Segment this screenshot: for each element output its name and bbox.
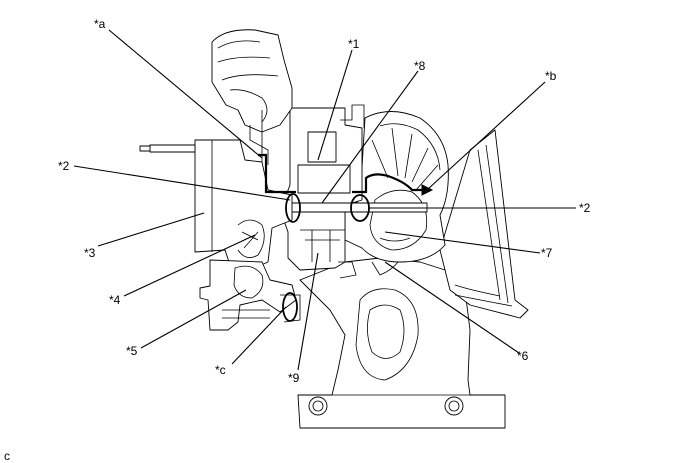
callout-8: *8 — [414, 59, 426, 73]
callout-1: *1 — [348, 37, 360, 51]
turbine-housing — [297, 257, 506, 429]
callout-c: *c — [215, 363, 226, 377]
callout-3: *3 — [84, 246, 96, 260]
callout-2-right: *2 — [579, 201, 591, 215]
flow-path — [258, 153, 434, 196]
callout-5: *5 — [126, 344, 138, 358]
compressor-housing — [344, 111, 449, 276]
lower-housing — [199, 259, 301, 331]
callout-a: *a — [94, 17, 106, 31]
callout-6: *6 — [517, 349, 529, 363]
callout-4: *4 — [109, 293, 121, 307]
callout-2-left: *2 — [58, 159, 70, 173]
callout-9: *9 — [288, 371, 300, 385]
outlet-flange — [439, 129, 529, 319]
callout-7: *7 — [541, 246, 553, 260]
left-housing — [139, 139, 293, 273]
callout-b: *b — [545, 69, 557, 83]
leader-lines — [73, 29, 576, 371]
figure-code: c — [4, 449, 10, 463]
callout-labels: *a *1 *8 *b *2 *2 *3 *7 *4 *5 *6 *c *9 c — [4, 17, 591, 463]
intake-elbow — [211, 29, 293, 165]
